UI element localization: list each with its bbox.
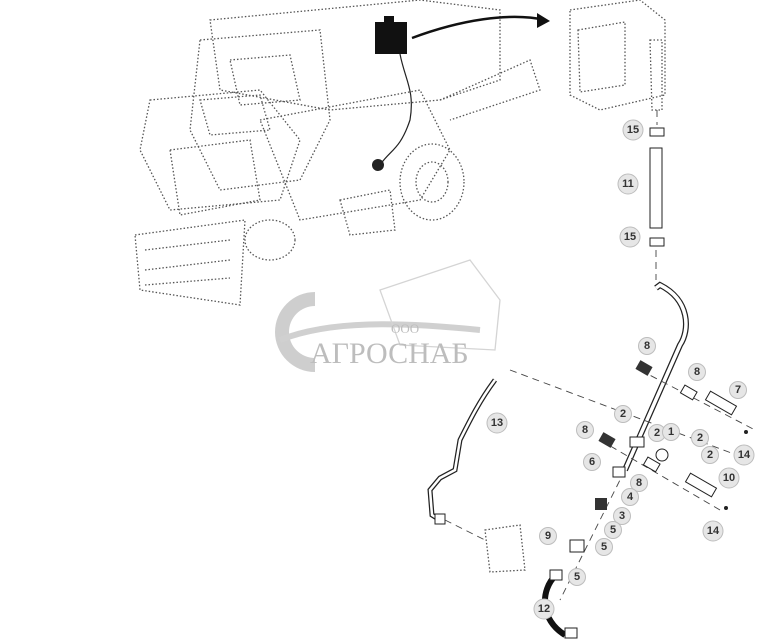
callout-8: 8 <box>576 421 594 439</box>
callout-15: 15 <box>622 119 644 141</box>
callout-number: 5 <box>574 571 580 583</box>
callout-circle <box>486 412 508 434</box>
watermark-brand: АГРОСНАБ <box>310 337 469 370</box>
callout-6: 6 <box>583 453 601 471</box>
reservoir-detail <box>569 0 666 125</box>
callout-14: 14 <box>702 520 724 542</box>
callout-number: 13 <box>491 417 503 429</box>
callout-5: 5 <box>595 538 613 556</box>
callout-circle <box>595 538 613 556</box>
arrow-head-icon <box>537 13 550 28</box>
callout-number: 6 <box>589 456 595 468</box>
watermark-prefix: ООО <box>391 321 419 336</box>
callout-circle <box>583 453 601 471</box>
callout-number: 8 <box>636 477 642 489</box>
callout-number: 4 <box>627 491 634 503</box>
callout-11: 11 <box>617 173 639 195</box>
callout-number: 14 <box>738 449 751 461</box>
callout-circle <box>688 363 706 381</box>
callout-7: 7 <box>729 381 747 399</box>
callout-circle <box>619 226 641 248</box>
callout-8: 8 <box>630 474 648 492</box>
callout-10: 10 <box>718 467 740 489</box>
callout-number: 11 <box>622 178 634 190</box>
callout-circle <box>622 119 644 141</box>
callout-number: 12 <box>538 603 550 615</box>
callout-2: 2 <box>691 429 709 447</box>
callout-number: 5 <box>610 524 616 536</box>
callout-8: 8 <box>638 337 656 355</box>
callout-circle <box>621 488 639 506</box>
callout-number: 9 <box>545 530 551 542</box>
callout-3: 3 <box>613 507 631 525</box>
callout-2: 2 <box>701 446 719 464</box>
callout-number: 2 <box>697 432 703 444</box>
callout-number: 10 <box>723 472 735 484</box>
callout-circle <box>729 381 747 399</box>
callout-number: 2 <box>707 449 713 461</box>
callout-circle <box>617 173 639 195</box>
callout-number: 15 <box>624 231 636 243</box>
callout-number: 7 <box>735 384 741 396</box>
callout-number: 3 <box>619 510 625 522</box>
combine-harvester-drawing <box>134 0 541 306</box>
reservoir-on-machine <box>372 16 412 171</box>
callout-number: 15 <box>627 124 639 136</box>
callout-number: 8 <box>582 424 588 436</box>
callout-13: 13 <box>486 412 508 434</box>
callout-12: 12 <box>533 598 555 620</box>
callout-circle <box>568 568 586 586</box>
callout-circle <box>576 421 594 439</box>
callout-circle <box>691 429 709 447</box>
callout-circle <box>604 521 622 539</box>
callout-circle <box>613 507 631 525</box>
fittings <box>549 360 748 581</box>
callout-circle <box>638 337 656 355</box>
callout-number: 2 <box>654 427 660 439</box>
callout-9: 9 <box>539 527 557 545</box>
callout-number: 8 <box>644 340 650 352</box>
callout-circle <box>614 405 632 423</box>
callout-4: 4 <box>621 488 639 506</box>
callout-number: 2 <box>620 408 626 420</box>
callout-15: 15 <box>619 226 641 248</box>
callout-circle <box>630 474 648 492</box>
hose-assembly <box>622 127 689 472</box>
callout-number: 8 <box>694 366 700 378</box>
callout-5: 5 <box>568 568 586 586</box>
callout-circle <box>662 423 680 441</box>
agrosnab-watermark-logo: ООО АГРОСНАБ <box>275 259 501 372</box>
pipe-13 <box>427 378 526 573</box>
callout-1: 1 <box>662 423 680 441</box>
callout-circle <box>702 520 724 542</box>
callout-number: 5 <box>601 541 607 553</box>
callout-circle <box>718 467 740 489</box>
callout-number: 14 <box>707 525 720 537</box>
callout-circle <box>533 598 555 620</box>
callout-2: 2 <box>614 405 632 423</box>
callout-circle <box>733 444 755 466</box>
callout-circle <box>701 446 719 464</box>
callout-number: 1 <box>668 426 674 438</box>
callout-circle <box>539 527 557 545</box>
callout-5: 5 <box>604 521 622 539</box>
callout-8: 8 <box>688 363 706 381</box>
callout-14: 14 <box>733 444 755 466</box>
arrow-to-detail <box>411 15 546 40</box>
